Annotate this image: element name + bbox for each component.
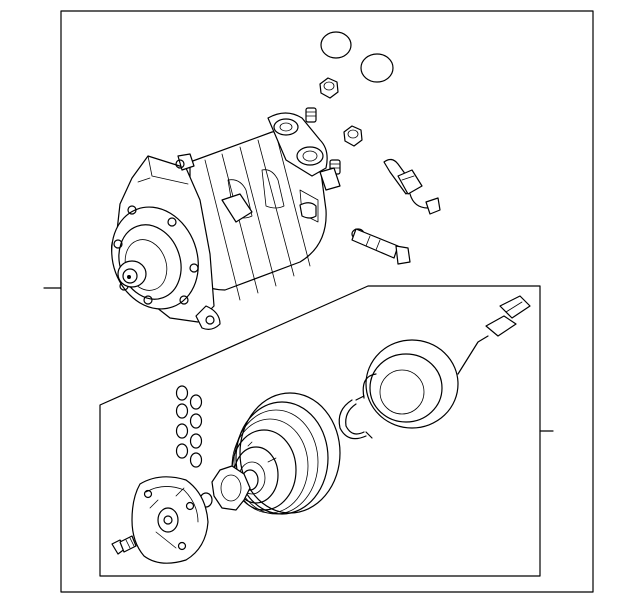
- shim-washer-set: [211, 465, 251, 511]
- retaining-bolt: [111, 535, 137, 555]
- armature-plate: [131, 476, 209, 564]
- snap-ring: [338, 395, 373, 440]
- clutch-coil: [362, 295, 531, 429]
- outer-frame: [60, 10, 594, 593]
- service-valve-cap: [343, 125, 363, 147]
- service-valve-cap: [319, 77, 339, 99]
- pressure-relief-valve: [351, 228, 411, 265]
- o-ring-large: [360, 53, 394, 83]
- o-ring-large: [320, 31, 352, 59]
- pulley: [231, 392, 341, 515]
- compressor-assembly: [111, 107, 341, 330]
- shim-washer-set: [175, 385, 203, 468]
- clutch-kit-frame: [99, 285, 541, 577]
- pressure-sensor-connector: [383, 158, 441, 215]
